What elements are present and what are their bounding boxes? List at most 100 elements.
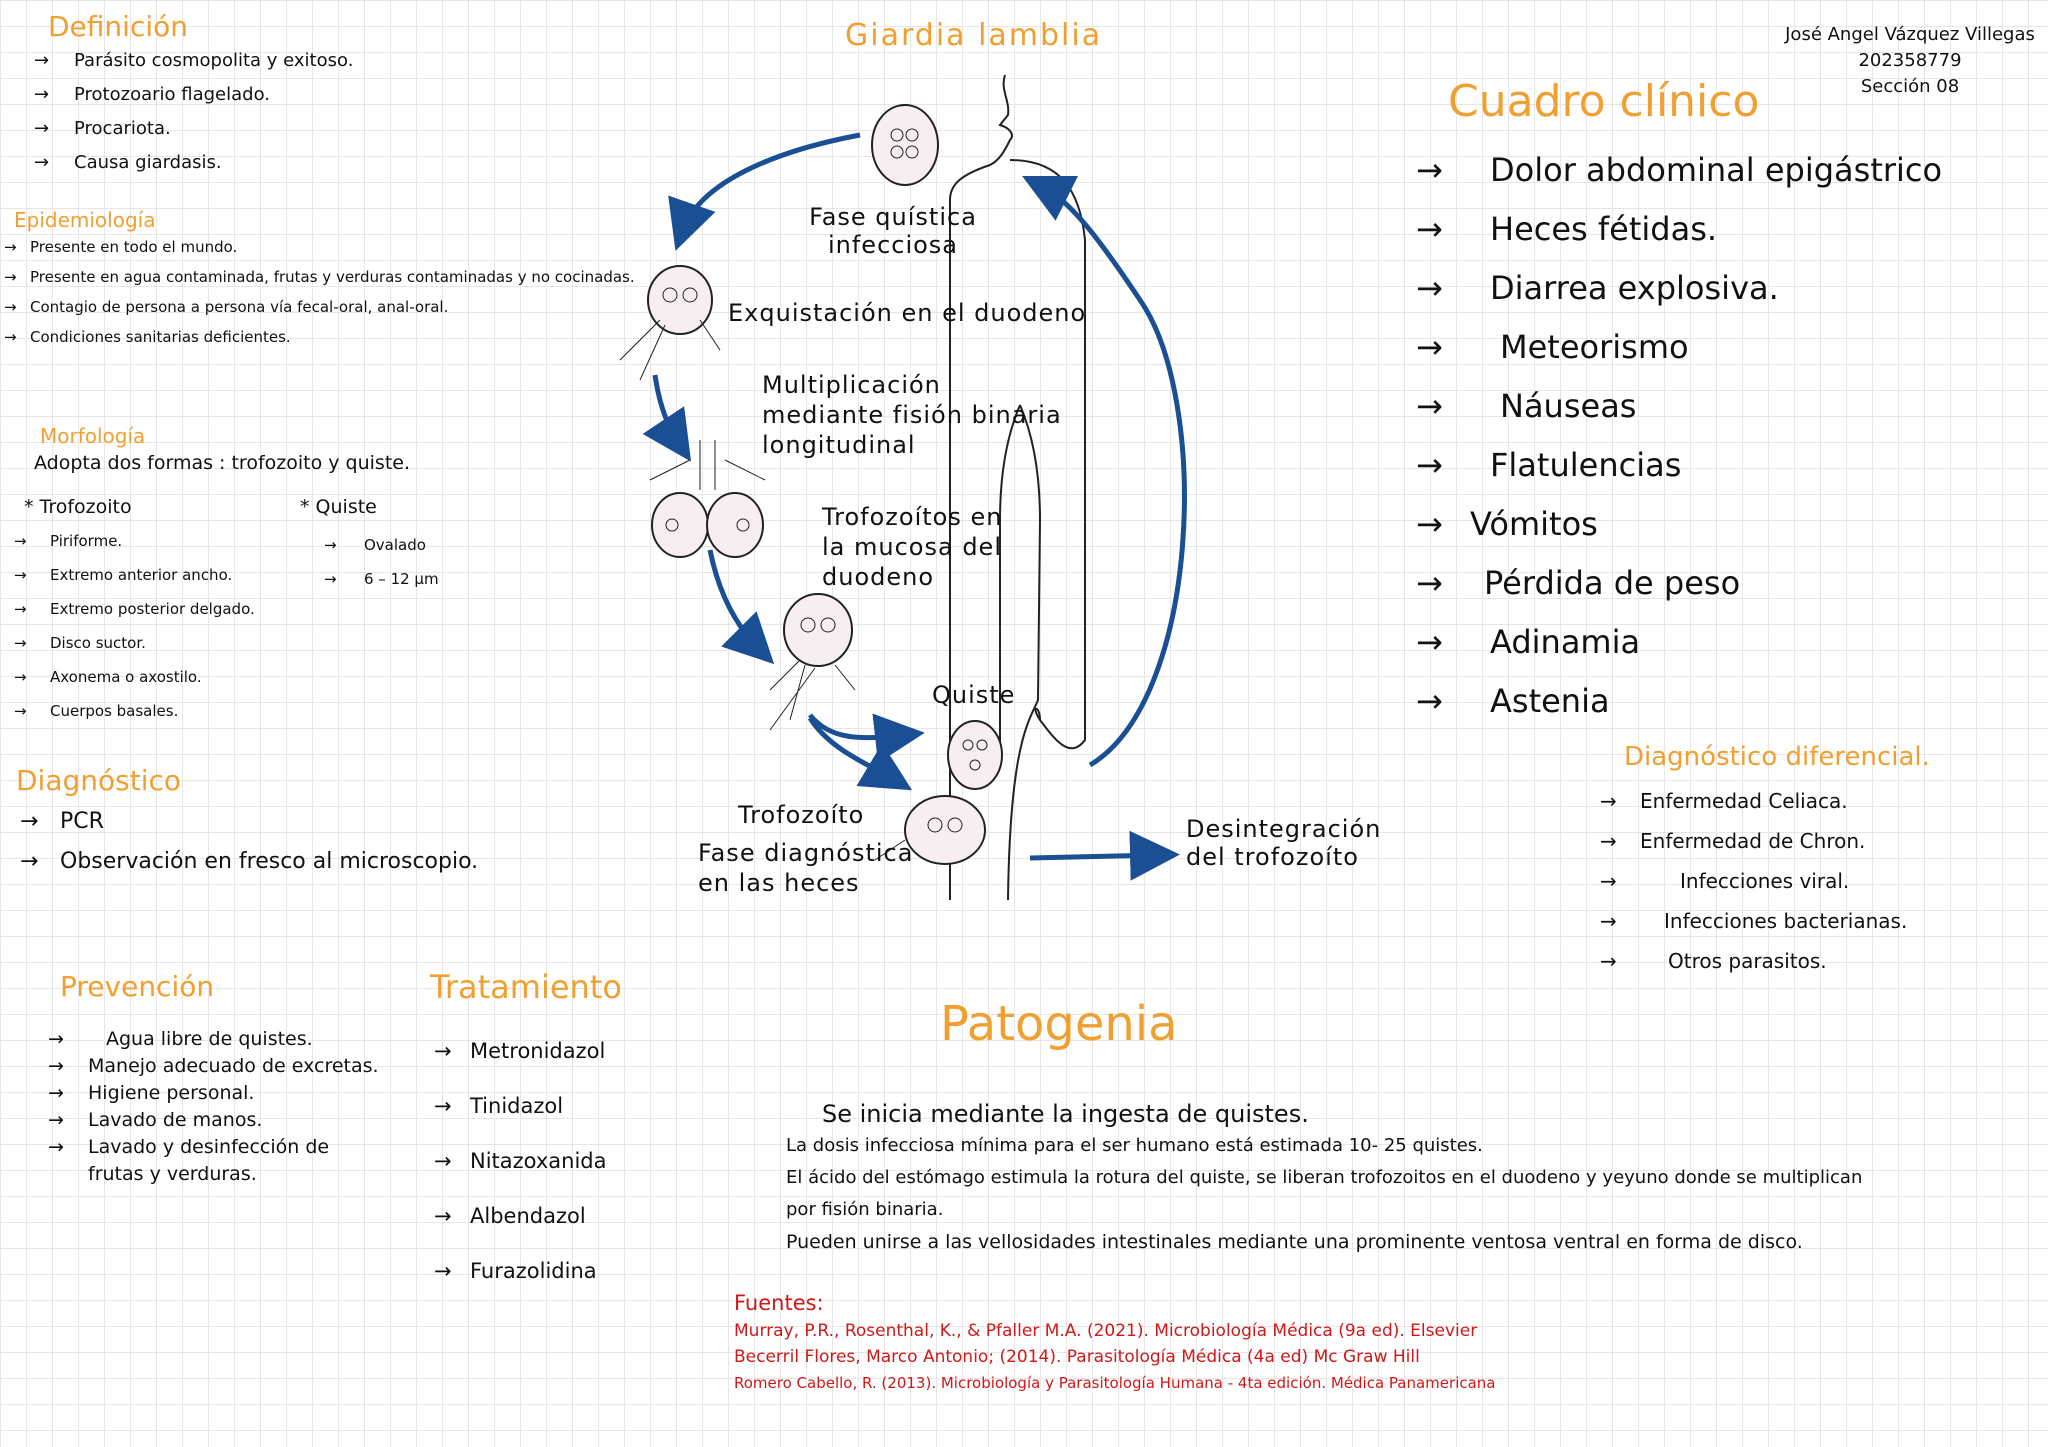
- diagnostico-list: PCR Observación en fresco al microscopio…: [16, 802, 478, 882]
- trofozoito-label: * Trofozoito: [24, 496, 132, 518]
- label-quiste: Quiste: [932, 681, 1016, 709]
- trophozoite-stool-drawing: [874, 795, 986, 865]
- patogenia-line: El ácido del estómago estimula la rotura…: [786, 1167, 1863, 1188]
- list-item: Parásito cosmopolita y exitoso.: [30, 44, 353, 78]
- list-item: Enfermedad Celiaca.: [1596, 781, 1930, 821]
- arrow-excystation-to-fission: [642, 374, 692, 462]
- list-item: Furazolidina: [430, 1244, 622, 1299]
- list-item: Flatulencias: [1412, 436, 1942, 495]
- list-item: Procariota.: [30, 112, 353, 146]
- list-item: Causa giardasis.: [30, 146, 353, 180]
- trophozoite-excystation-drawing: [619, 265, 721, 381]
- fuentes-section: Fuentes: Murray, P.R., Rosenthal, K., & …: [734, 1288, 1496, 1396]
- intestine-outline: [1009, 159, 1086, 750]
- intestine-inner-left: [999, 404, 1021, 760]
- fuentes-ref: Murray, P.R., Rosenthal, K., & Pfaller M…: [734, 1321, 1478, 1341]
- fuentes-ref: Romero Cabello, R. (2013). Microbiología…: [734, 1374, 1496, 1392]
- arrow-fission-to-mucosa: [707, 549, 775, 665]
- arrow-mucosa-to-trophozoite: [807, 716, 913, 791]
- label-desintegracion: Desintegración del trofozoíto: [1186, 815, 1382, 871]
- list-item: Adinamia: [1412, 613, 1942, 672]
- list-item: Lavado de manos.: [44, 1107, 364, 1134]
- list-item: Protozoario flagelado.: [30, 78, 353, 112]
- list-item: Infecciones viral.: [1596, 861, 1930, 901]
- list-item: Pérdida de peso: [1412, 554, 1942, 613]
- list-item: Astenia: [1412, 672, 1942, 731]
- epidemiologia-heading: Epidemiología: [14, 208, 156, 232]
- patogenia-line: Pueden unirse a las vellosidades intesti…: [786, 1231, 1803, 1253]
- morfologia-heading: Morfología: [40, 424, 146, 448]
- prevencion-section: Prevención Agua libre de quistes. Manejo…: [44, 970, 379, 1188]
- epidemiologia-list: Presente en todo el mundo. Presente en a…: [0, 232, 635, 352]
- prevencion-list: Agua libre de quistes. Manejo adecuado d…: [44, 1026, 379, 1188]
- list-item: Otros parasitos.: [1596, 941, 1930, 981]
- diagnostico-diferencial-list: Enfermedad Celiaca. Enfermedad de Chron.…: [1596, 781, 1930, 981]
- intestine-inner: [1007, 404, 1042, 901]
- list-item: Extremo posterior delgado.: [10, 592, 255, 626]
- label-trofozoito: Trofozoíto: [738, 801, 865, 829]
- label-trofozoitos-mucosa: Trofozoítos en la mucosa del duodeno: [822, 503, 1003, 591]
- author-block: José Angel Vázquez Villegas 202358779 Se…: [1780, 22, 2040, 100]
- cuadro-clinico-section: Cuadro clínico Dolor abdominal epigástri…: [1412, 76, 1942, 731]
- quiste-label: * Quiste: [300, 496, 377, 518]
- page-title: Giardia lamblia: [845, 18, 1103, 53]
- arrow-mucosa-to-cyst: [808, 713, 925, 764]
- morfologia-intro: Adopta dos formas : trofozoito y quiste.: [34, 452, 411, 474]
- arrow-cyst-to-excystation: [668, 132, 861, 251]
- patogenia-line: Se inicia mediante la ingesta de quistes…: [822, 1100, 1309, 1128]
- list-item: Enfermedad de Chron.: [1596, 821, 1930, 861]
- list-item: Cuerpos basales.: [10, 694, 255, 728]
- fuentes-ref: Becerril Flores, Marco Antonio; (2014). …: [734, 1347, 1420, 1367]
- list-item: Nitazoxanida: [430, 1134, 622, 1189]
- list-item: Contagio de persona a persona vía fecal-…: [0, 292, 635, 322]
- cyst-drawing-infective: [871, 104, 939, 186]
- arrow-to-disintegration: [1029, 830, 1180, 881]
- definicion-heading: Definición: [48, 10, 188, 43]
- cuadro-clinico-list: Dolor abdominal epigástrico Heces fétida…: [1412, 141, 1942, 731]
- list-item: Extremo anterior ancho.: [10, 558, 255, 592]
- epidemiologia-section: Epidemiología Presente en todo el mundo.…: [0, 208, 635, 352]
- list-item: 6 – 12 µm: [320, 562, 439, 596]
- patogenia-line: La dosis infecciosa mínima para el ser h…: [786, 1135, 1483, 1156]
- list-item: Albendazol: [430, 1189, 622, 1244]
- list-item: Manejo adecuado de excretas.: [44, 1053, 379, 1080]
- tratamiento-section: Tratamiento Metronidazol Tinidazol Nitaz…: [430, 968, 622, 1299]
- list-item: Presente en agua contaminada, frutas y v…: [0, 262, 635, 292]
- diagnostico-diferencial-section: Diagnóstico diferencial. Enfermedad Celi…: [1596, 742, 1930, 981]
- arrow-back-to-mouth: [1022, 176, 1187, 768]
- cyst-drawing-stool: [947, 720, 1003, 790]
- patogenia-line: por fisión binaria.: [786, 1199, 944, 1220]
- quiste-list: Ovalado 6 – 12 µm: [320, 528, 439, 596]
- label-fase-quistica: Fase quística infecciosa: [809, 203, 977, 259]
- tratamiento-heading: Tratamiento: [430, 968, 622, 1006]
- label-fase-diagnostica: Fase diagnóstica en las heces: [698, 839, 914, 897]
- list-item: Dolor abdominal epigástrico: [1412, 141, 1942, 200]
- list-item: Agua libre de quistes.: [44, 1026, 364, 1053]
- list-item: Náuseas: [1412, 377, 1942, 436]
- list-item: Vómitos: [1412, 495, 1942, 554]
- binary-fission-drawing: [649, 440, 766, 558]
- list-item: Tinidazol: [430, 1079, 622, 1134]
- list-item: PCR: [16, 802, 478, 842]
- diagnostico-section: Diagnóstico PCR Observación en fresco al…: [16, 764, 478, 882]
- patogenia-text: Se inicia mediante la ingesta de quistes…: [786, 1098, 1862, 1258]
- list-item: Piriforme.: [10, 524, 255, 558]
- list-item: Infecciones bacterianas.: [1596, 901, 1930, 941]
- definicion-section: Definición Parásito cosmopolita y exitos…: [30, 10, 353, 180]
- author-section: Sección 08: [1860, 76, 1960, 97]
- list-item: Ovalado: [320, 528, 439, 562]
- cuadro-clinico-heading: Cuadro clínico: [1448, 76, 1760, 127]
- list-item: Diarrea explosiva.: [1412, 259, 1942, 318]
- label-multiplicacion: Multiplicación mediante fisión binaria l…: [762, 371, 1062, 459]
- cycle-arrows: [642, 132, 1187, 881]
- patogenia-heading: Patogenia: [940, 996, 1178, 1052]
- diagnostico-heading: Diagnóstico: [16, 764, 182, 797]
- definicion-list: Parásito cosmopolita y exitoso. Protozoa…: [30, 44, 353, 180]
- list-item: Axonema o axostilo.: [10, 660, 255, 694]
- list-item: Disco suctor.: [10, 626, 255, 660]
- list-item: Meteorismo: [1412, 318, 1942, 377]
- prevencion-heading: Prevención: [60, 970, 215, 1003]
- list-item: Condiciones sanitarias deficientes.: [0, 322, 635, 352]
- author-id: 202358779: [1858, 50, 1962, 71]
